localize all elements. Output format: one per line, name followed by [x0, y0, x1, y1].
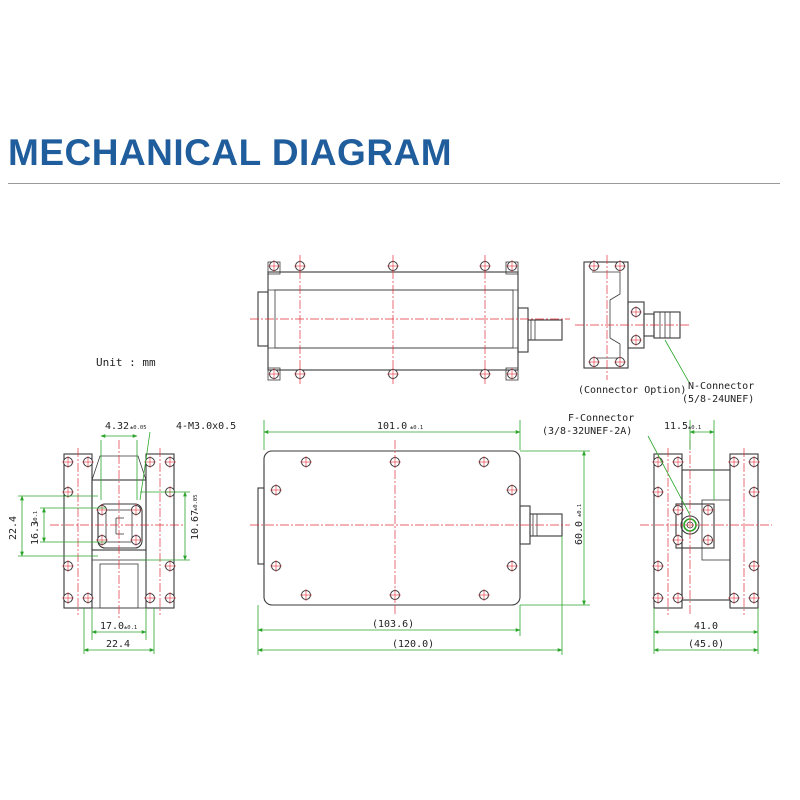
- dim-flange-width-outer: 22.4: [106, 639, 130, 650]
- tol-connector-offset: ±0.1: [688, 425, 701, 431]
- tol-flange-width-inner: ±0.1: [124, 625, 137, 631]
- dim-flange-width-inner: 17.0: [100, 621, 124, 632]
- n-connector-thread-label: (5/8-24UNEF): [682, 394, 754, 405]
- page-title: MECHANICAL DIAGRAM: [8, 132, 453, 173]
- connector-option-label: (Connector Option): [578, 385, 686, 396]
- dim-overall-length: (120.0): [392, 639, 434, 650]
- dim-opening-height: 10.67: [190, 510, 201, 540]
- dim-connector-offset: 11.5: [664, 421, 688, 432]
- dim-length-with-boss: (103.6): [372, 619, 414, 630]
- mount-holes-label: 4-M3.0x0.5: [176, 421, 236, 432]
- connector-option-view: [575, 255, 691, 385]
- main-view: [250, 420, 590, 655]
- dim-flange-hole-spacing: 4.32: [105, 421, 129, 432]
- tol-opening-height: ±0.05: [193, 494, 199, 511]
- dim-opening-inner: 16.3: [30, 521, 41, 545]
- dim-body-length: 101.0: [377, 421, 407, 432]
- top-view: [250, 255, 570, 385]
- f-connector-label: F-Connector: [568, 413, 634, 424]
- f-connector-thread-label: (3/8-32UNEF-2A): [542, 426, 632, 437]
- front-view: [18, 431, 190, 654]
- dim-side-overall-width: (45.0): [688, 639, 724, 650]
- dim-overall-height-left: 22.4: [8, 516, 19, 540]
- unit-label: Unit : mm: [96, 356, 156, 369]
- dim-side-width: 41.0: [694, 621, 718, 632]
- side-view: [640, 420, 772, 654]
- title-divider: [8, 183, 780, 184]
- tol-opening-inner: ±0.1: [33, 511, 39, 524]
- dim-body-height: 60.0: [574, 521, 585, 545]
- tol-body-height: ±0.1: [577, 504, 583, 517]
- tol-flange-hole-spacing: ±0.05: [130, 425, 147, 431]
- n-connector-label: N-Connector: [688, 381, 754, 392]
- tol-body-length: ±0.1: [410, 425, 423, 431]
